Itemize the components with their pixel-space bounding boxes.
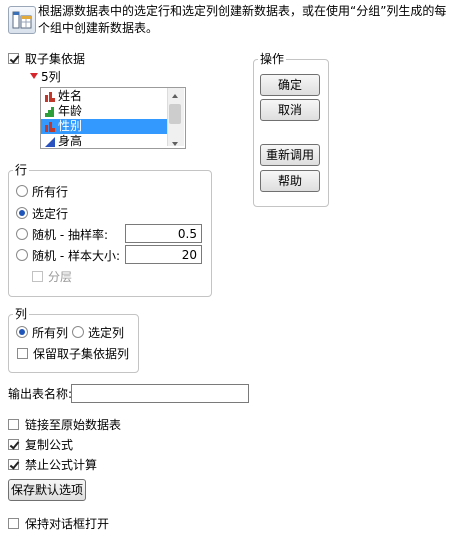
copy-formula-label: 复制公式 [25, 438, 74, 452]
copy-formula-checkbox[interactable] [8, 439, 19, 450]
subset-table-icon [8, 6, 36, 34]
all-columns-label: 所有列 [32, 326, 69, 340]
sample-size-input[interactable]: 20 [125, 245, 202, 264]
output-table-name-input[interactable] [71, 384, 249, 403]
scroll-down-icon[interactable] [171, 137, 179, 146]
suppress-formula-eval-label: 禁止公式计算 [25, 458, 98, 472]
ok-button[interactable]: 确定 [260, 74, 320, 96]
link-to-original-checkbox[interactable] [8, 419, 19, 430]
stratify-label: 分层 [48, 270, 73, 284]
keep-by-columns-checkbox[interactable] [17, 348, 28, 359]
collapse-triangle-icon[interactable] [29, 70, 39, 80]
stratify-checkbox[interactable] [32, 271, 43, 282]
sampling-rate-input[interactable]: 0.5 [125, 224, 202, 243]
random-rate-label: 随机 - 抽样率: [32, 228, 109, 242]
random-size-label: 随机 - 样本大小: [32, 249, 121, 263]
all-rows-label: 所有行 [32, 185, 69, 199]
nominal-bar-icon [44, 121, 55, 132]
list-item[interactable]: 身高 [41, 134, 167, 148]
list-item[interactable]: 年龄 [41, 104, 167, 119]
ordinal-bar-icon [44, 106, 55, 117]
output-table-name-label: 输出表名称: [8, 387, 73, 401]
column-listbox[interactable]: 姓名 年龄 性别 身高 [40, 87, 186, 149]
list-item[interactable]: 姓名 [41, 89, 167, 104]
rows-group [8, 170, 212, 297]
all-columns-radio[interactable] [16, 326, 28, 338]
list-item-selected[interactable]: 性别 [41, 119, 167, 134]
selected-columns-radio[interactable] [72, 326, 84, 338]
columns-count-label: 5列 [41, 70, 61, 84]
recall-button[interactable]: 重新调用 [260, 144, 320, 166]
scroll-up-icon[interactable] [171, 89, 179, 98]
save-default-options-button[interactable]: 保存默认选项 [8, 479, 86, 501]
columns-title: 列 [13, 305, 30, 322]
keep-dialog-open-checkbox[interactable] [8, 518, 19, 529]
continuous-triangle-icon [44, 136, 55, 147]
actions-title: 操作 [258, 50, 287, 67]
subset-by-label: 取子集依据 [25, 52, 86, 66]
columns-group [8, 314, 139, 373]
cancel-button[interactable]: 取消 [260, 99, 320, 121]
link-to-original-label: 链接至原始数据表 [25, 418, 122, 432]
selected-columns-label: 选定列 [88, 326, 125, 340]
dialog-description: 根据源数据表中的选定行和选定列创建新数据表，或在使用“分组”列生成的每个组中创建… [38, 4, 447, 35]
random-size-radio[interactable] [16, 249, 28, 261]
nominal-bar-icon [44, 91, 55, 102]
selected-rows-label: 选定行 [32, 207, 69, 221]
scrollbar-thumb[interactable] [169, 104, 181, 124]
rows-title: 行 [13, 161, 30, 178]
selected-rows-radio[interactable] [16, 207, 28, 219]
suppress-formula-eval-checkbox[interactable] [8, 459, 19, 470]
subset-by-checkbox[interactable] [8, 53, 19, 64]
all-rows-radio[interactable] [16, 185, 28, 197]
help-button[interactable]: 帮助 [260, 170, 320, 192]
random-rate-radio[interactable] [16, 228, 28, 240]
keep-by-columns-label: 保留取子集依据列 [33, 347, 130, 361]
keep-dialog-open-label: 保持对话框打开 [25, 517, 110, 531]
actions-group [253, 59, 329, 207]
